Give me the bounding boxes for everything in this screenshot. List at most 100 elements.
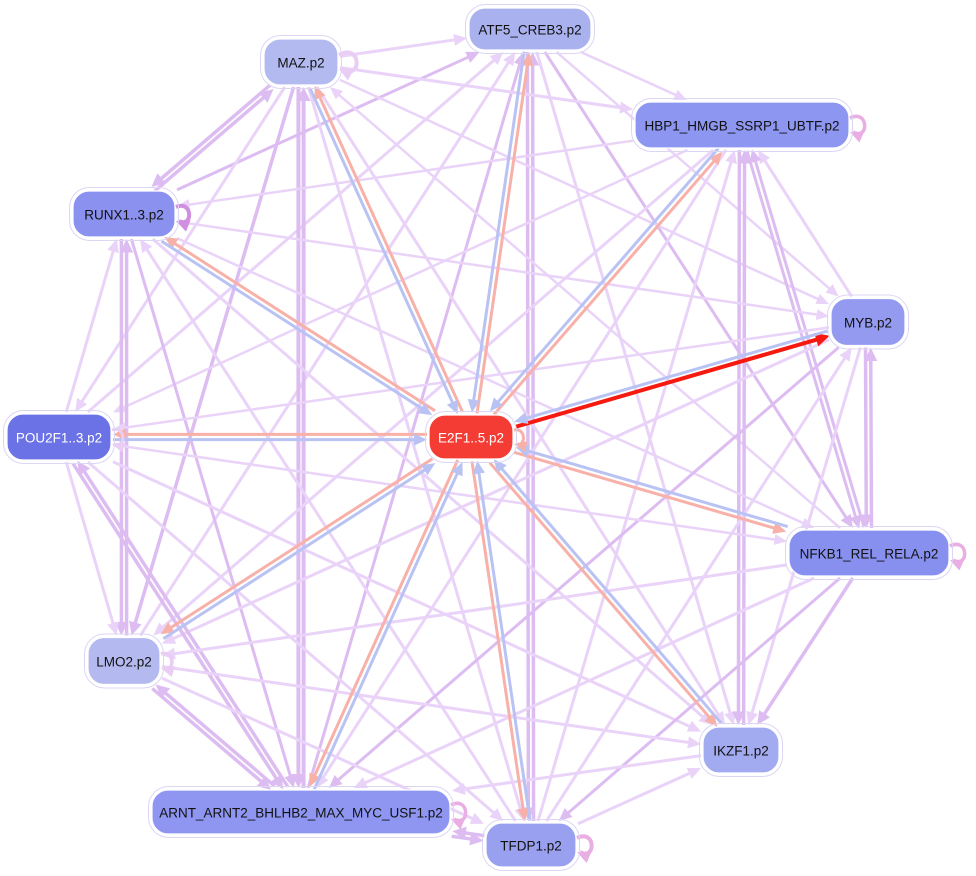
edge-tfdp-runx [144, 246, 517, 822]
edge-atf5-hbp1-arrow [673, 89, 687, 100]
self-loop-runx-arrow [176, 220, 191, 232]
node-myb[interactable]: MYB.p2 [827, 294, 909, 350]
edge-tfdp-ikzf [577, 771, 693, 826]
edge-atf5-ikzf-arrow [724, 710, 736, 725]
edge-tfdp-e2f1-arrow [473, 460, 485, 475]
edge-hbp1-nfkb [745, 150, 858, 520]
edge-arnt-tfdp-rev-arrow [452, 826, 467, 840]
edge-pou-lmo2 [64, 461, 116, 626]
edge-hbp1-nfkb-arrow [849, 514, 862, 529]
edge-tfdp-myb [545, 355, 848, 822]
edge-e2f1-atf5 [475, 62, 530, 414]
edge-nfkb-lmo2 [172, 563, 788, 656]
edge-e2f1-nfkb [513, 450, 777, 531]
node-lmo2[interactable]: LMO2.p2 [84, 633, 164, 689]
edge-lmo2-arnt [151, 687, 265, 785]
node-pou[interactable]: POU2F1..3.p2 [3, 410, 115, 464]
node-box-hbp1 [634, 101, 850, 149]
edge-hbp1-ikzf-arrow [731, 711, 745, 725]
edge-lmo2-tfdp-arrow [469, 812, 484, 824]
edge-ikzf-e2f1 [499, 466, 723, 725]
edge-lmo2-e2f1 [162, 467, 428, 640]
node-box-pou [6, 413, 112, 461]
edge-lmo2-atf5-arrow [503, 52, 516, 67]
node-label-lmo2: LMO2.p2 [96, 655, 152, 670]
self-loop-tfdp-arrow [577, 851, 592, 863]
edge-atf5-tfdp-rev [530, 62, 536, 821]
self-loops-layer [111, 50, 967, 863]
edge-lmo2-arnt-rev-arrow [155, 684, 171, 699]
edge-myb-nfkb [863, 347, 868, 518]
edge-maz-hbp1-arrow [619, 101, 633, 114]
edge-e2f1-tfdp [470, 461, 525, 812]
node-arnt[interactable]: ARNT_ARNT2_BHLHB2_MAX_MYC_USF1.p2 [148, 786, 454, 838]
edge-nfkb-e2f1 [525, 448, 789, 529]
node-box-arnt [151, 789, 451, 835]
edge-atf5-nfkb-arrow [840, 513, 853, 528]
node-ring-myb [827, 294, 909, 350]
edge-maz-e2f1-arrow [446, 399, 458, 415]
node-label-e2f1: E2F1..5.p2 [438, 431, 504, 446]
edge-pou-tfdp-arrow [489, 807, 504, 821]
edge-arnt-atf5 [306, 61, 522, 789]
edge-e2f1-arnt [312, 459, 460, 779]
self-loop-e2f1-arrow [514, 441, 528, 452]
edge-maz-arnt-rev-arrow [296, 87, 311, 101]
node-box-runx [72, 190, 176, 238]
node-e2f1[interactable]: E2F1..5.p2 [425, 411, 517, 463]
edge-lmo2-ikzf [161, 664, 691, 745]
self-loop-nfkb-arrow [950, 559, 965, 571]
edge-myb-hbp1-arrow [757, 150, 771, 165]
edge-lmo2-e2f1-arrow [421, 463, 436, 476]
edge-lmo2-arnt-rev [162, 690, 276, 788]
self-loop-lmo2-arrow [161, 666, 175, 678]
edge-runx-lmo2-rev-arrow [120, 239, 134, 253]
edge-tfdp-ikzf-arrow [686, 767, 701, 779]
node-maz[interactable]: MAZ.p2 [260, 35, 342, 89]
edge-e2f1-hbp1 [492, 158, 717, 416]
edge-maz-atf5-arrow [453, 33, 467, 46]
node-runx[interactable]: RUNX1..3.p2 [69, 187, 179, 241]
edge-myb-e2f1 [523, 329, 829, 421]
edge-nfkb-tfdp-arrow [558, 807, 573, 821]
edge-myb-hbp1 [762, 157, 853, 298]
edge-maz-atf5 [339, 38, 457, 58]
edge-pou-arnt-rev-arrow [77, 460, 91, 476]
edge-pou-e2f1-arrow [414, 433, 427, 446]
edge-e2f1-lmo2-arrow [160, 622, 175, 635]
edge-atf5-myb-arrow [825, 284, 839, 297]
node-atf5[interactable]: ATF5_CREB3.p2 [465, 4, 595, 54]
edge-hbp1-ikzf-rev [741, 160, 747, 726]
node-nfkb[interactable]: NFKB1_REL_RELA.p2 [785, 526, 953, 580]
edge-e2f1-maz [317, 94, 464, 413]
node-ikzf[interactable]: IKZF1.p2 [699, 723, 783, 777]
edge-atf5-ikzf [535, 51, 733, 716]
edge-pou-runx [64, 248, 116, 413]
edge-atf5-tfdp [525, 52, 531, 811]
node-ring-ikzf [699, 723, 783, 777]
node-label-nfkb: NFKB1_REL_RELA.p2 [800, 547, 939, 562]
edge-hbp1-nfkb-rev-arrow [749, 149, 762, 164]
node-label-arnt: ARNT_ARNT2_BHLHB2_MAX_MYC_USF1.p2 [159, 806, 443, 821]
edge-hbp1-lmo2 [160, 148, 715, 630]
node-ring-e2f1 [425, 411, 517, 463]
node-box-ikzf [702, 726, 780, 774]
edge-e2f1-atf5-arrow [521, 52, 534, 67]
edge-arnt-e2f1-arrow [451, 462, 463, 477]
edge-hbp1-e2f1-arrow [489, 397, 503, 412]
edge-runx-e2f1 [160, 239, 425, 411]
edge-pou-atf5 [86, 57, 497, 414]
node-ring-maz [260, 35, 342, 89]
node-hbp1[interactable]: HBP1_HMGB_SSRP1_UBTF.p2 [631, 98, 853, 152]
node-label-hbp1: HBP1_HMGB_SSRP1_UBTF.p2 [644, 119, 839, 134]
edge-hbp1-runx [186, 139, 634, 207]
edge-maz-runx [158, 83, 272, 182]
self-loop-pou-arrow [112, 442, 126, 453]
node-tfdp[interactable]: TFDP1.p2 [482, 819, 580, 871]
node-label-runx: RUNX1..3.p2 [84, 208, 164, 223]
node-ring-runx [69, 187, 179, 241]
edge-maz-pou-arrow [75, 397, 88, 412]
edge-nfkb-maz-arrow [329, 87, 343, 100]
